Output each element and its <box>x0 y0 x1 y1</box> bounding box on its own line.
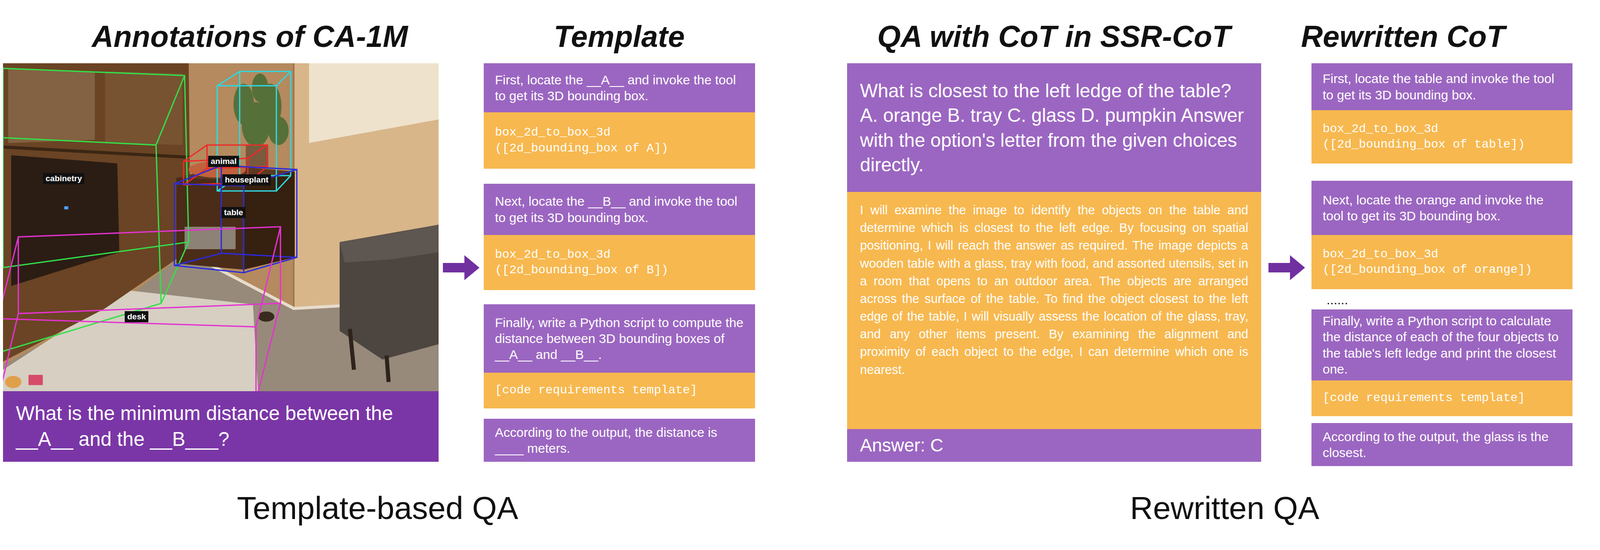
code-box: box_2d_to_box_3d ([2d_bounding_box of ta… <box>1311 110 1573 164</box>
armchair-seat <box>339 224 439 263</box>
box-text: First, locate the __A__ and invoke the t… <box>494 71 744 104</box>
box-text: First, locate the table and invoke the t… <box>1322 70 1562 103</box>
block-arrow <box>442 254 480 280</box>
box-text: Finally, write a Python script to calcul… <box>1322 312 1562 377</box>
section-heading: Annotations of CA-1M <box>92 19 409 54</box>
panel-caption: Rewritten QA <box>1130 489 1320 526</box>
box-text: houseplant <box>224 175 269 185</box>
box-text: [code requirements template] <box>1322 390 1545 406</box>
panel-caption: Template-based QA <box>236 489 519 526</box>
code-box: box_2d_to_box_3d ([2d_bounding_box of or… <box>1311 234 1573 289</box>
box-text: box_2d_to_box_3d ([2d_bounding_box of B]… <box>494 246 717 279</box>
step-box: Next, locate the __B__ and invoke the to… <box>483 183 756 235</box>
code-box: box_2d_to_box_3d ([2d_bounding_box of B]… <box>483 234 756 290</box>
cabinet <box>3 63 191 362</box>
box-text: box_2d_to_box_3d ([2d_bounding_box of or… <box>1322 246 1545 278</box>
box-text: desk <box>127 311 146 322</box>
plant-leaves <box>233 73 289 148</box>
step-box: First, locate the table and invoke the t… <box>1311 63 1573 111</box>
armchair <box>339 224 439 360</box>
box-text: I will examine the image to identify the… <box>859 201 1249 379</box>
scene-photo <box>3 63 439 391</box>
toy <box>5 375 22 388</box>
object-tag: desk <box>124 310 149 323</box>
code-box: [code requirements template] <box>483 372 756 409</box>
box-text: cabinetry <box>45 173 82 184</box>
box-text: According to the output, the distance is… <box>494 423 744 456</box>
window-light <box>309 63 439 143</box>
bounding-boxes <box>3 68 297 391</box>
question-box: What is closest to the left ledge of the… <box>847 63 1262 192</box>
box-text: Finally, write a Python script to comput… <box>494 314 744 363</box>
section-heading: Rewritten CoT <box>1301 19 1505 54</box>
block-arrow <box>1268 254 1306 280</box>
box-text: table <box>224 207 243 218</box>
box-houseplant <box>217 71 291 191</box>
section-heading: Template <box>553 19 685 54</box>
shelf <box>3 147 189 158</box>
box-text: Answer: C <box>859 434 1249 456</box>
step-box: According to the output, the distance is… <box>483 418 756 462</box>
cot-box: I will examine the image to identify the… <box>847 191 1262 429</box>
box-text: animal <box>210 156 237 166</box>
box-table <box>174 165 298 273</box>
object-tag: houseplant <box>222 174 271 186</box>
box-text: box_2d_to_box_3d ([2d_bounding_box of ta… <box>1322 121 1545 153</box>
chair-leg <box>386 355 389 382</box>
floor-object <box>257 311 275 322</box>
box-text: [code requirements template] <box>494 382 717 398</box>
plant-pot <box>245 144 269 168</box>
box-cabinetry <box>3 68 189 370</box>
ellipsis-mark: ...... <box>1326 292 1349 308</box>
step-box: Finally, write a Python script to calcul… <box>1311 309 1573 381</box>
object-tag: cabinetry <box>42 172 85 185</box>
box-text: Next, locate the __B__ and invoke the to… <box>494 193 744 225</box>
section-heading: QA with CoT in SSR-CoT <box>877 19 1231 54</box>
box-desk <box>3 226 281 391</box>
chair-leg <box>350 328 354 370</box>
box-text: What is the minimum distance between the… <box>15 400 426 452</box>
step-box: According to the output, the glass is th… <box>1311 422 1573 466</box>
tv-shelf <box>11 155 120 286</box>
box-text: box_2d_to_box_3d ([2d_bounding_box of A]… <box>494 124 717 157</box>
step-box: First, locate the __A__ and invoke the t… <box>483 63 756 113</box>
glass-door <box>8 68 96 143</box>
toy <box>28 374 43 385</box>
room-scene <box>3 63 439 391</box>
code-box: [code requirements template] <box>1311 380 1573 416</box>
object-tag: table <box>221 206 246 219</box>
step-box: Next, locate the orange and invoke the t… <box>1311 180 1573 235</box>
box-text: What is closest to the left ledge of the… <box>859 78 1249 177</box>
question-box: What is the minimum distance between the… <box>3 390 439 462</box>
wall <box>3 63 439 391</box>
led <box>64 205 68 209</box>
box-text: According to the output, the glass is th… <box>1322 428 1562 461</box>
box-text: Next, locate the orange and invoke the t… <box>1322 191 1562 224</box>
step-box: Finally, write a Python script to comput… <box>483 304 756 373</box>
object-tag: animal <box>208 155 240 167</box>
answer-box: Answer: C <box>847 428 1262 462</box>
code-box: box_2d_to_box_3d ([2d_bounding_box of A]… <box>483 112 756 169</box>
